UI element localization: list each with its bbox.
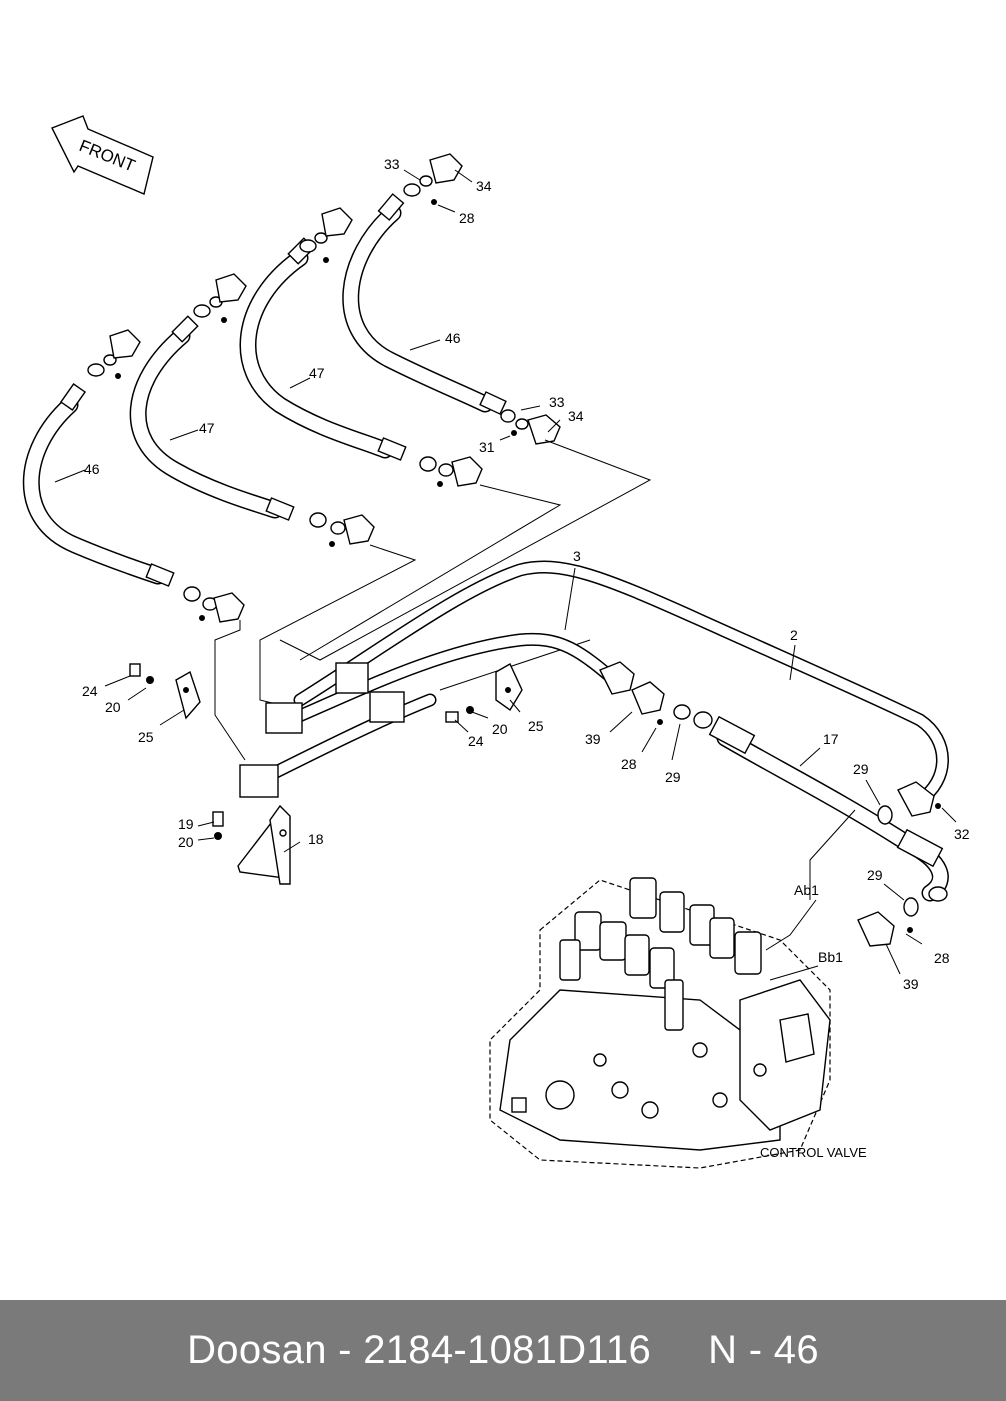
footer-page-ref: N - 46	[708, 1328, 819, 1372]
hose-46-upper	[342, 153, 561, 445]
footer-bar: Doosan - 2184-1081D116 N - 46	[0, 1300, 1006, 1401]
callout-32: 32	[954, 826, 970, 842]
callout-34-top: 34	[476, 178, 492, 194]
hose-17	[657, 704, 949, 947]
callout-20-left: 20	[105, 699, 121, 715]
bolt-24-left	[129, 663, 154, 684]
callout-25-right: 25	[528, 718, 544, 734]
callout-31: 31	[479, 439, 495, 455]
control-valve-label: CONTROL VALVE	[760, 1145, 867, 1160]
callout-34-mid: 34	[568, 408, 584, 424]
parts-diagram: FRONT	[22, 115, 970, 1169]
callout-29-upper-right: 29	[853, 761, 869, 777]
callout-25-left: 25	[138, 729, 154, 745]
callout-20-right: 20	[492, 721, 508, 737]
callout-46-lower: 46	[84, 461, 100, 477]
bracket-25-right	[495, 663, 523, 712]
pipe-2	[293, 560, 949, 817]
callout-20-bracket: 20	[178, 834, 194, 850]
callout-33-mid: 33	[549, 394, 565, 410]
callout-28-top: 28	[459, 210, 475, 226]
control-valve	[489, 877, 831, 1169]
callout-29-mid: 29	[665, 769, 681, 785]
bracket-25-left	[175, 670, 201, 720]
callout-17: 17	[823, 731, 839, 747]
port-leaders	[765, 809, 856, 981]
callout-3: 3	[573, 548, 581, 564]
front-arrow-icon: FRONT	[51, 115, 154, 195]
pipe-lower	[253, 693, 437, 787]
bolt-24-right	[445, 706, 474, 723]
callout-29-lower-right: 29	[867, 867, 883, 883]
bracket-18	[212, 804, 291, 885]
hose-47-lower	[129, 273, 375, 547]
callout-28-mid: 28	[621, 756, 637, 772]
callout-24-left: 24	[82, 683, 98, 699]
callout-19: 19	[178, 816, 194, 832]
callout-47-upper: 47	[309, 365, 325, 381]
footer-brand: Doosan	[187, 1328, 327, 1372]
hose-47-upper	[239, 207, 483, 487]
callout-39-mid: 39	[585, 731, 601, 747]
callout-46-upper: 46	[445, 330, 461, 346]
callout-bb1: Bb1	[818, 949, 843, 965]
callout-ab1: Ab1	[794, 882, 819, 898]
footer-part-number: 2184-1081D116	[363, 1328, 652, 1372]
hose-46-lower	[22, 329, 245, 623]
callouts: 33 34 28 46 47 47 46 33 34 31 3 2 24 20 …	[82, 156, 970, 992]
callout-39-lower-right: 39	[903, 976, 919, 992]
clamp-blocks	[239, 662, 405, 798]
callout-2: 2	[790, 627, 798, 643]
callout-28-lower-right: 28	[934, 950, 950, 966]
callout-24-right: 24	[468, 733, 484, 749]
footer-separator: -	[326, 1328, 364, 1372]
pipe-3	[283, 632, 665, 727]
callout-33-top: 33	[384, 156, 400, 172]
callout-leaders	[54, 169, 957, 975]
callout-47-lower: 47	[199, 420, 215, 436]
callout-18: 18	[308, 831, 324, 847]
footer-gap	[651, 1328, 708, 1373]
